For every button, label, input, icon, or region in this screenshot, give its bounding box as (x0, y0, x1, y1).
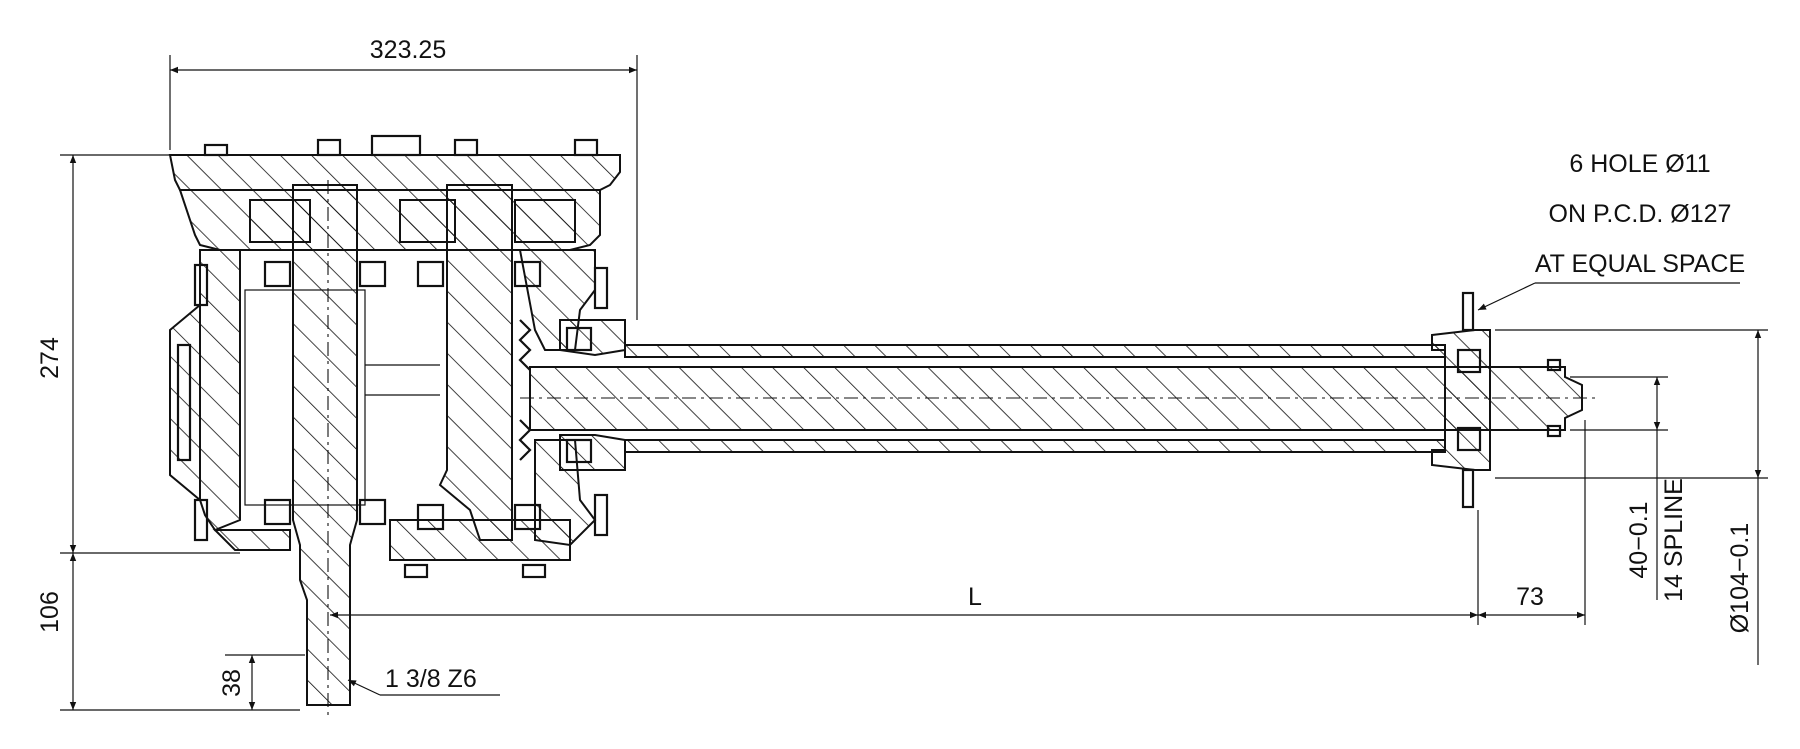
end-bearing-bottom (1456, 426, 1482, 452)
bearing-mid-bottom-right (513, 503, 542, 531)
top-cover (168, 154, 621, 191)
gearbox-housing (168, 134, 621, 579)
end-flange (1431, 329, 1491, 471)
output-assembly (520, 291, 1600, 509)
end-cap-seal (176, 343, 192, 462)
circlip-top (1546, 358, 1562, 372)
bearing-input-top-left (263, 260, 292, 288)
end-bearing-top (1456, 348, 1482, 374)
dim-overall-width: 323.25 (370, 36, 446, 64)
left-boss-bottom (193, 498, 209, 542)
dim-flange-dia: Ø104−0.1 (1726, 523, 1754, 634)
note-line-2: ON P.C.D. Ø127 (1549, 200, 1732, 228)
bottom-bolt-2 (521, 563, 547, 579)
cover-bolt-center (370, 134, 422, 157)
output-bearing-top (565, 326, 593, 352)
dim-spline-count: 14 SPLINE (1660, 478, 1688, 602)
bevel-gear-lower (518, 419, 532, 461)
output-shaft-body (529, 366, 1583, 431)
bearing-input-bottom-right (358, 498, 387, 526)
dim-end-length: 73 (1516, 583, 1544, 611)
input-shaft (263, 180, 387, 715)
cover-bolt-3 (453, 138, 479, 157)
circlip-bottom (1546, 424, 1562, 438)
dim-spline-dia: 40−0.1 (1625, 501, 1653, 578)
bearing-input-bottom-left (263, 498, 292, 526)
dim-length-l: L (968, 583, 982, 611)
bottom-bolt-1 (403, 563, 429, 579)
output-bearing-bottom (565, 438, 593, 464)
right-boss-bottom (593, 493, 609, 537)
dimension-lines (60, 55, 1768, 711)
tube-wall-bottom (624, 439, 1446, 453)
gear-block-3 (514, 199, 576, 243)
bearing-mid-top-right (513, 260, 542, 288)
cover-bolt-2 (316, 138, 342, 157)
left-boss-top (193, 263, 209, 307)
note-line-3: AT EQUAL SPACE (1535, 250, 1745, 278)
bearing-mid-top-left (416, 260, 445, 288)
flange-bolt-bottom (1461, 468, 1475, 509)
left-end-cap (169, 302, 201, 503)
right-boss-top (593, 266, 609, 310)
input-shaft-body (292, 184, 358, 706)
tube-wall-top (624, 344, 1446, 358)
intermediate-shaft (416, 184, 542, 541)
intermediate-shaft-body (438, 184, 513, 541)
dim-height-lower: 106 (36, 591, 64, 633)
housing-bottom-left (212, 529, 291, 551)
cover-bolt-4 (573, 138, 599, 157)
bevel-gear-upper (518, 319, 532, 371)
dim-shaft-step: 38 (218, 669, 246, 697)
note-line-1: 6 HOLE Ø11 (1569, 150, 1710, 178)
flange-bolt-top (1461, 291, 1475, 332)
input-shaft-spec: 1 3/8 Z6 (385, 665, 477, 693)
dim-height-main: 274 (36, 337, 64, 379)
bearing-mid-bottom-left (416, 503, 445, 531)
bearing-input-top-right (358, 260, 387, 288)
cover-bolt-1 (203, 143, 229, 157)
gear-block-2 (399, 199, 456, 243)
